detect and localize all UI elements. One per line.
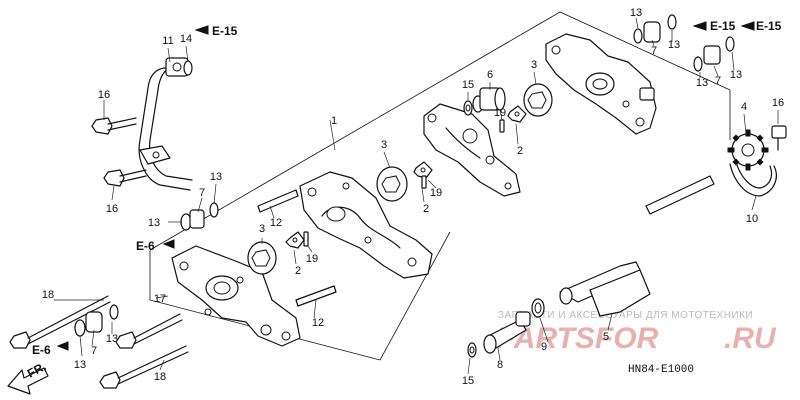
- bolt-17: [115, 313, 183, 349]
- callout-2: 2: [295, 265, 301, 277]
- callout-7: 7: [651, 45, 657, 57]
- front-direction-arrow: FR.: [7, 359, 49, 395]
- pump-body-left: [171, 245, 301, 347]
- washer-15-bottom: [467, 342, 477, 358]
- pump-plate-center: [299, 171, 433, 279]
- callout-13: 13: [106, 333, 118, 345]
- callout-13: 13: [630, 7, 642, 19]
- callout-19: 19: [430, 187, 442, 199]
- callout-12: 12: [312, 317, 324, 329]
- callout-5: 5: [603, 331, 609, 343]
- callout-13: 13: [730, 69, 742, 81]
- callout-13: 13: [668, 39, 680, 51]
- watermark-tagline: ЗАПЧАСТИ И АКСЕССУАРЫ ДЛЯ МОТОТЕХНИКИ: [498, 310, 753, 321]
- callout-18: 18: [42, 289, 54, 301]
- ref-e15-right-b: E-15: [740, 19, 782, 33]
- relief-valve-8: [483, 311, 531, 354]
- inner-rotor-2-lower: [285, 231, 305, 249]
- pump-body-top: [545, 33, 657, 135]
- callout-13: 13: [74, 359, 86, 371]
- callout-2: 2: [423, 203, 429, 215]
- svg-text:E-6: E-6: [136, 239, 155, 253]
- callout-7: 7: [91, 345, 97, 357]
- callout-15: 15: [462, 79, 474, 91]
- callout-18: 18: [154, 371, 166, 383]
- shaft-12-upper: [257, 189, 299, 213]
- collar-6: [472, 87, 506, 113]
- callout-16: 16: [98, 89, 110, 101]
- sprocket-4: [727, 129, 769, 171]
- svg-text:E-15: E-15: [756, 19, 782, 33]
- callout-19: 19: [306, 253, 318, 265]
- callout-19: 19: [494, 107, 506, 119]
- callout-2: 2: [517, 145, 523, 157]
- ref-e6-low: E-6: [32, 341, 69, 357]
- ref-e15-right-a: E-15: [692, 19, 736, 33]
- plug-7-left: [180, 202, 219, 231]
- callout-1: 1: [331, 115, 337, 127]
- outer-rotor-3-mid: [376, 166, 408, 202]
- plug-7-lower: [74, 304, 119, 337]
- callout-7: 7: [715, 75, 721, 87]
- washer-15-top: [463, 100, 473, 116]
- ref-e15-left: E-15: [194, 24, 238, 38]
- leader-lines: [54, 17, 779, 375]
- bolt-18-upper: [9, 295, 111, 349]
- callout-11: 11: [162, 35, 173, 47]
- outer-rotor-3-lower: [247, 241, 277, 275]
- bolt-16-right: [771, 125, 787, 151]
- callout-16: 16: [772, 97, 784, 109]
- drive-shaft-10: [645, 175, 715, 215]
- bolt-18-lower: [99, 345, 189, 389]
- shaft-12-lower: [295, 285, 337, 307]
- callout-10: 10: [746, 213, 758, 225]
- pump-plate-upper: [423, 103, 521, 197]
- callout-3: 3: [381, 139, 387, 151]
- callout-4: 4: [741, 101, 747, 113]
- callout-3: 3: [531, 59, 537, 71]
- oil-pipe: [138, 57, 193, 191]
- callout-15: 15: [462, 375, 474, 387]
- callout-13: 13: [696, 77, 708, 89]
- inner-rotor-2-top: [507, 105, 527, 123]
- plug-7-top-a: [633, 14, 677, 44]
- callout-7: 7: [199, 187, 205, 199]
- bolt-16-upper: [91, 117, 137, 135]
- assembly-boundary: [149, 11, 731, 361]
- outer-rotor-3-top: [523, 83, 553, 117]
- oring-9: [531, 298, 545, 318]
- callout-16: 16: [106, 203, 118, 215]
- watermark: ЗАПЧАСТИ И АКСЕССУАРЫ ДЛЯ МОТОТЕХНИКИ PA…: [496, 310, 777, 355]
- callout-14: 14: [180, 33, 192, 45]
- svg-text:E-15: E-15: [212, 24, 238, 38]
- drive-chain-10: [729, 161, 777, 197]
- callout-12: 12: [270, 217, 282, 229]
- callout-6: 6: [487, 69, 493, 81]
- callout-3: 3: [259, 223, 265, 235]
- bolt-16-lower: [103, 169, 147, 187]
- callout-numbers: 1 2 2 2 3 3 3 4 5 6 7 7 7 7 8 9 10 11 12…: [42, 7, 784, 387]
- dowel-pins-19: [303, 119, 505, 247]
- watermark-domain: .RU: [724, 322, 777, 355]
- strainer-5: [559, 261, 651, 317]
- plug-7-top-b: [693, 36, 735, 72]
- callout-13: 13: [210, 171, 222, 183]
- callout-13: 13: [148, 217, 160, 229]
- diagram-code: HN84-E1000: [628, 364, 694, 376]
- callout-8: 8: [497, 359, 503, 371]
- ref-e6-mid: E-6: [136, 239, 175, 253]
- callout-17: 17: [154, 293, 166, 305]
- svg-text:E-6: E-6: [32, 343, 51, 357]
- svg-text:E-15: E-15: [710, 19, 736, 33]
- callout-9: 9: [541, 341, 547, 353]
